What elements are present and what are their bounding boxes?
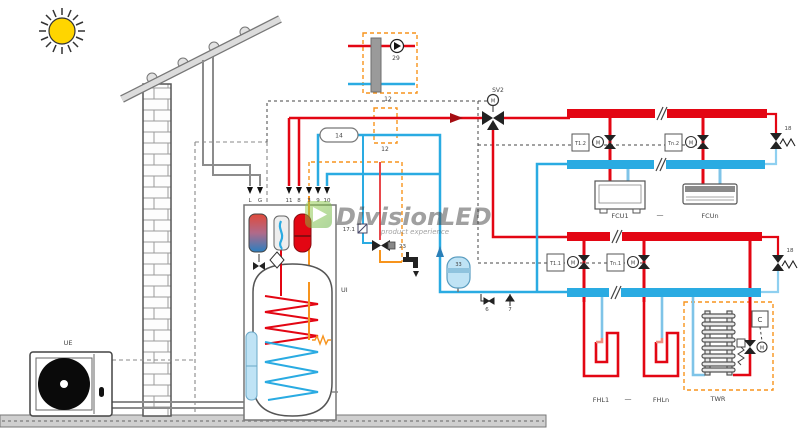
storage-tank — [252, 263, 333, 417]
label-t1-zone1: T1.2 — [574, 141, 586, 147]
motor-m: M — [689, 141, 693, 147]
plate-hx — [248, 213, 268, 253]
heating-coil-upper — [264, 295, 319, 345]
dhw-option-dashed — [308, 32, 774, 391]
label-dots-fcu: — — [657, 211, 664, 219]
label-conn-11: 11 — [286, 198, 293, 204]
fhln-loop — [642, 297, 680, 378]
floor-heating-loops: FHL1 FHLn — — [582, 297, 680, 404]
towel-radiator-twr: M C TWR — [691, 297, 769, 403]
label-dots-fhl: — — [625, 395, 632, 403]
boundary-dashed-lines — [112, 141, 268, 415]
label-tn-zone1: Tn.2 — [667, 141, 679, 147]
label-c: C — [758, 316, 763, 324]
label-t1-zone2: T1.1 — [549, 261, 561, 267]
fcu1-unit — [594, 180, 646, 214]
motor-m: M — [596, 141, 600, 147]
faucet-icon — [403, 252, 419, 277]
check-valve-17-1: 17.1 — [343, 223, 368, 234]
watermark-tagline: product experience — [380, 228, 449, 236]
return-piping-blue — [316, 133, 567, 294]
watermark-brand-accent: LED — [440, 203, 492, 231]
label-ue: UE — [64, 339, 73, 347]
label-23: 23 — [399, 244, 406, 250]
label-fcu1: FCU1 — [611, 212, 628, 220]
expansion-vessel-33: 33 — [446, 256, 471, 292]
heating-coil-lower — [264, 341, 319, 401]
motor-m: M — [631, 261, 635, 267]
tank-connections: L G 11 8 3 9 10 — [247, 165, 331, 204]
flow-arrow-return — [436, 246, 444, 257]
label-7: 7 — [508, 307, 512, 313]
twr-controller: C — [751, 310, 769, 342]
heater-element-icon — [312, 334, 331, 346]
flow-arrow-supply — [450, 113, 463, 123]
label-conn-3: 3 — [307, 198, 311, 204]
fhl1-loop — [582, 297, 620, 378]
motor-m: M — [571, 261, 575, 267]
brick-pillar — [142, 83, 172, 417]
bypass-valve-18-zone2: 18 — [761, 248, 798, 294]
label-conn-l: L — [248, 198, 252, 204]
fcun-unit — [682, 183, 738, 205]
label-18-zone1: 18 — [785, 126, 792, 132]
sun-icon — [39, 8, 85, 54]
header-break-marks — [609, 229, 623, 300]
label-sv2-m: M — [491, 99, 495, 105]
zone2-return-header — [567, 288, 761, 297]
bypass-valve-18-zone1: 18 — [765, 126, 796, 166]
twr-valve: M — [736, 338, 768, 366]
label-fhln: FHLn — [653, 396, 669, 404]
component-14: 14 — [319, 127, 359, 143]
indoor-unit: UI — [243, 196, 348, 421]
label-17-1: 17.1 — [343, 227, 355, 233]
label-12b: 12 — [381, 146, 389, 153]
hx-option-29: 29 12 12 — [348, 37, 415, 153]
label-fcun: FCUn — [701, 212, 718, 220]
air-vent-7: 7 — [505, 294, 515, 313]
sv2-diverting-valve: M SV2 — [482, 87, 504, 130]
label-29: 29 — [392, 55, 400, 62]
solar-pipes — [202, 57, 261, 186]
supply-piping-red — [287, 116, 570, 239]
label-6: 6 — [485, 307, 489, 313]
label-twr: TWR — [710, 395, 726, 403]
outdoor-unit: UE — [29, 339, 244, 417]
motor-m: M — [760, 346, 764, 352]
label-tn-zone2: Tn.1 — [609, 261, 621, 267]
label-conn-8: 8 — [297, 198, 301, 204]
filter-icon — [269, 251, 285, 269]
watermark: Division LED product experience — [305, 201, 492, 236]
watermark-brand: Division — [336, 203, 444, 231]
zone2-distribution: T1.1 M Tn.1 M 18 — [546, 229, 798, 340]
header-break-marks — [654, 106, 668, 172]
label-conn-10: 10 — [324, 198, 331, 204]
label-fhl1: FHL1 — [593, 396, 609, 404]
label-12a: 12 — [384, 96, 392, 103]
label-18-zone2: 18 — [787, 248, 794, 254]
solar-collector — [120, 15, 282, 103]
mixing-valve-23: 23 — [372, 162, 406, 263]
label-ui: UI — [341, 286, 348, 294]
label-conn-g: G — [258, 198, 262, 204]
label-sv2: SV2 — [492, 87, 504, 94]
drain-valve-6: 6 — [480, 294, 495, 313]
label-14: 14 — [335, 133, 343, 140]
zone2-supply-header — [567, 232, 762, 241]
zone1-distribution: T1.2 M Tn.2 M 18 — [567, 106, 796, 220]
pump-29-icon — [389, 38, 405, 54]
label-33: 33 — [455, 262, 461, 268]
